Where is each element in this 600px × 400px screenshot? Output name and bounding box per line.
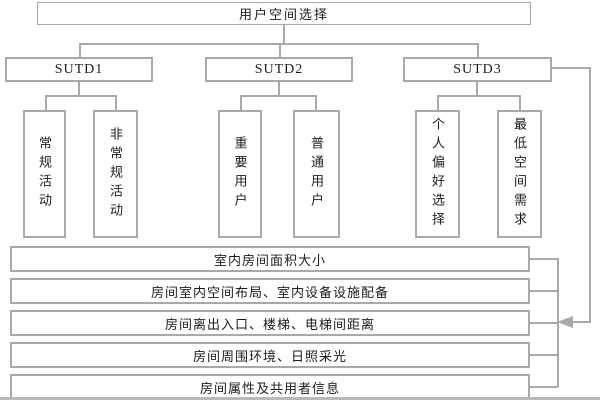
connector-line xyxy=(240,95,316,97)
leaf-non-regular-activities: 非常规活动 xyxy=(93,110,138,238)
arrowhead-left-icon xyxy=(557,316,573,328)
node-label: SUTD1 xyxy=(54,61,104,77)
leaf-label: 普通用户 xyxy=(309,136,324,212)
leaf-label: 常规活动 xyxy=(37,136,52,212)
node-sutd1: SUTD1 xyxy=(5,57,153,82)
connector-line xyxy=(477,43,479,57)
bar-distance-entrance-stairs-elevator: 房间离出入口、楼梯、电梯间距离 xyxy=(10,310,530,336)
bar-label: 室内房间面积大小 xyxy=(213,252,326,268)
bar-surroundings-daylight: 房间周围环境、日照采光 xyxy=(10,342,530,368)
node-label: 用户空间选择 xyxy=(238,7,329,22)
connector-line xyxy=(283,25,285,43)
connector-line xyxy=(530,322,558,324)
leaf-minimum-space-need: 最低空间需求 xyxy=(497,110,542,238)
leaf-label: 最低空间需求 xyxy=(512,117,527,231)
connector-line xyxy=(278,82,280,95)
node-label: SUTD2 xyxy=(254,61,304,77)
node-label: SUTD3 xyxy=(453,61,502,77)
connector-line xyxy=(240,95,242,110)
bar-label: 房间属性及共用者信息 xyxy=(199,380,340,396)
connector-line xyxy=(79,43,81,57)
connector-line xyxy=(519,95,521,110)
connector-line xyxy=(476,82,478,95)
leaf-label: 重要用户 xyxy=(232,136,248,212)
image-bottom-edge xyxy=(0,397,600,400)
leaf-personal-preference: 个人偏好选择 xyxy=(415,110,460,238)
connector-line xyxy=(79,43,478,45)
connector-line xyxy=(530,386,558,388)
connector-line xyxy=(552,67,590,69)
connector-line xyxy=(530,354,558,356)
bar-label: 房间室内空间布局、室内设备设施配备 xyxy=(150,284,389,300)
leaf-label: 非常规活动 xyxy=(108,126,123,222)
connector-line xyxy=(589,67,591,323)
bar-layout-facilities: 房间室内空间布局、室内设备设施配备 xyxy=(10,278,530,304)
leaf-ordinary-users: 普通用户 xyxy=(293,110,340,238)
node-user-space-selection: 用户空间选择 xyxy=(37,2,531,25)
bar-room-area-size: 室内房间面积大小 xyxy=(10,246,530,272)
leaf-regular-activities: 常规活动 xyxy=(23,110,66,238)
node-sutd2: SUTD2 xyxy=(205,57,353,82)
connector-line xyxy=(45,95,116,97)
connector-line xyxy=(530,258,558,260)
leaf-important-users: 重要用户 xyxy=(218,110,262,238)
bar-label: 房间离出入口、楼梯、电梯间距离 xyxy=(164,316,375,332)
connector-line xyxy=(557,258,559,387)
connector-line xyxy=(437,95,439,110)
connector-line xyxy=(437,95,520,97)
connector-line xyxy=(45,95,47,110)
bar-label: 房间周围环境、日照采光 xyxy=(192,348,347,364)
connector-line xyxy=(78,82,80,95)
connector-line xyxy=(530,290,558,292)
node-sutd3: SUTD3 xyxy=(403,57,552,82)
connector-line xyxy=(572,321,590,323)
connector-line xyxy=(279,43,281,57)
leaf-label: 个人偏好选择 xyxy=(430,117,445,231)
connector-line xyxy=(115,95,117,110)
connector-line xyxy=(315,95,317,110)
